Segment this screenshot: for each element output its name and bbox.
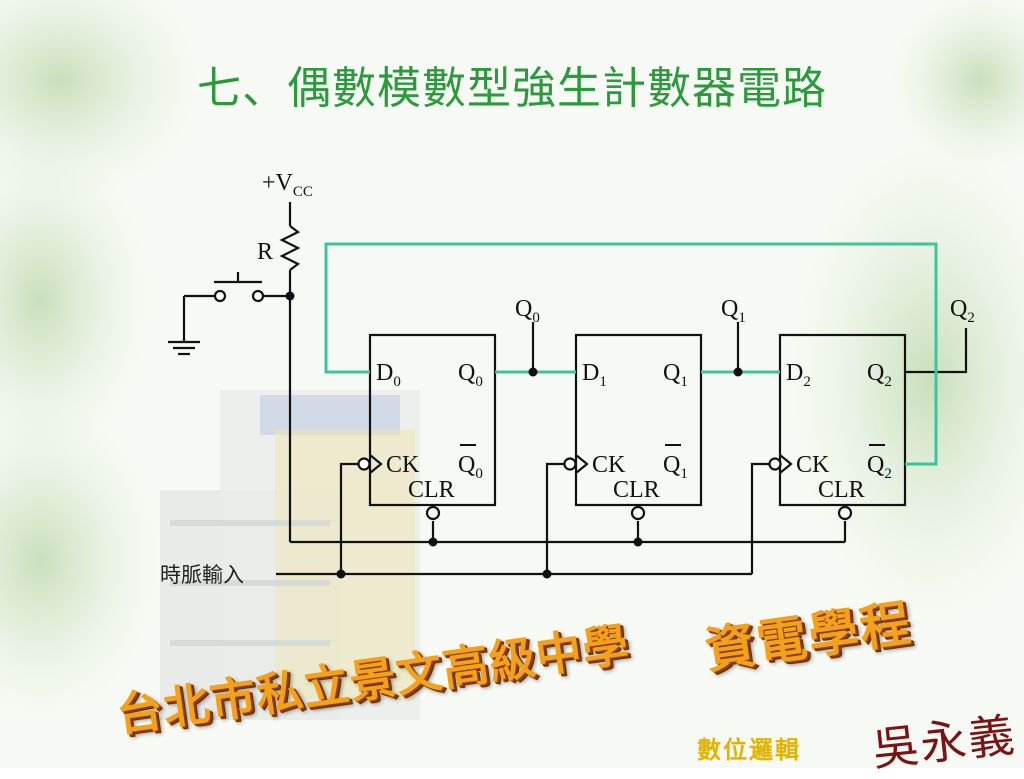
clock-input-label: 時脈輸入 xyxy=(160,563,244,587)
pin-q-1: Q1 xyxy=(663,360,688,390)
pin-d-2: D2 xyxy=(786,360,811,390)
feedback-wire xyxy=(324,242,938,466)
clr-inversion-bubble-1 xyxy=(630,505,646,521)
clr-inversion-bubble-0 xyxy=(425,505,441,521)
pin-d-0: D0 xyxy=(376,360,401,390)
pin-q-0: Q0 xyxy=(458,360,483,390)
flipflop-0 xyxy=(368,333,497,507)
clock-wire-0 xyxy=(339,462,358,574)
output-label-q2: Q2 xyxy=(950,296,975,326)
vcc-label: +VCC xyxy=(262,170,313,200)
ck-inversion-bubble-1 xyxy=(563,457,577,471)
switch-contact-right xyxy=(251,289,265,303)
junction-dot xyxy=(336,569,346,579)
flipflop-1 xyxy=(574,333,703,507)
ck-inversion-bubble-0 xyxy=(357,457,371,471)
ck-inversion-bubble-2 xyxy=(768,457,782,471)
pin-d-1: D1 xyxy=(582,360,607,390)
junction-dot xyxy=(542,569,552,579)
junction-dot xyxy=(528,367,538,377)
course-name: 數位邏輯 xyxy=(697,736,801,764)
clr-inversion-bubble-2 xyxy=(837,505,853,521)
ck-triangle-2 xyxy=(779,454,793,474)
pin-ck-2: CK xyxy=(796,452,830,478)
output-label-q1: Q1 xyxy=(721,296,746,326)
junction-dot xyxy=(733,367,743,377)
page-title: 七、偶數模數型強生計數器電路 xyxy=(197,63,827,114)
resistor xyxy=(279,225,301,271)
clock-wire-2 xyxy=(750,462,770,574)
q2-output-wire xyxy=(905,328,968,374)
switch-contact-left xyxy=(213,289,227,303)
pin-ck-0: CK xyxy=(386,452,420,478)
pin-qbar-0: Q0 xyxy=(458,452,483,482)
pin-clr-1: CLR xyxy=(613,477,660,503)
output-label-q0: Q0 xyxy=(515,296,540,326)
resistor-label: R xyxy=(257,239,273,265)
junction-dot xyxy=(633,537,643,547)
junction-dot xyxy=(428,537,438,547)
ck-triangle-0 xyxy=(369,454,383,474)
pin-clr-0: CLR xyxy=(408,477,455,503)
ck-triangle-1 xyxy=(575,454,589,474)
pin-ck-1: CK xyxy=(592,452,626,478)
pin-q-2: Q2 xyxy=(867,360,892,390)
pin-qbar-1: Q1 xyxy=(663,452,688,482)
clock-wire-1 xyxy=(545,462,564,574)
pin-qbar-2: Q2 xyxy=(867,452,892,482)
flipflop-2 xyxy=(778,333,907,507)
junction-dot xyxy=(285,291,295,301)
pin-clr-2: CLR xyxy=(818,477,865,503)
